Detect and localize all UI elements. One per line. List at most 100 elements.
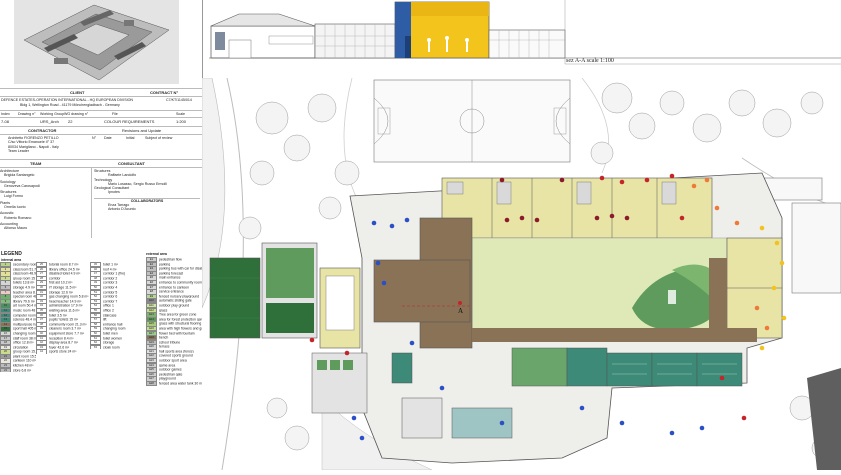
legend-code-box: 34 <box>36 303 47 308</box>
legend-label: classroom 51.7 m² <box>13 267 36 272</box>
legend-code-box: 35 <box>36 307 47 313</box>
legend-code-box: E16 <box>146 325 157 331</box>
legend-code-box: E21 <box>146 348 157 354</box>
legend-label: display area 8.7 m² <box>49 340 78 345</box>
markers <box>309 173 787 441</box>
working-group: URS_Arch <box>40 119 59 124</box>
legend-label: plant room 15.5 m² <box>13 354 36 359</box>
legend-label: changing room 22 m² <box>13 331 36 336</box>
legend-label: fenced area water tank 30 m³ <box>159 381 202 386</box>
revisions-label: Revisions and Update <box>122 128 162 133</box>
legend-label: game area <box>159 363 176 368</box>
legend-label: parking bus with car for disabled <box>159 266 202 271</box>
drawing-header-4: File <box>112 112 118 116</box>
legend-code-box: E3 <box>146 266 157 271</box>
legend-code-box: 44 <box>36 349 47 354</box>
legend-code-box: E18 <box>146 335 157 340</box>
legend-label: canteen 110 m² <box>13 359 36 364</box>
south-spine-corridor <box>472 328 757 342</box>
legend-label: office 2 <box>103 308 114 313</box>
legend-code-box: 28 <box>36 275 47 281</box>
contractor-line: Architetto FIORENZO PETILLO <box>8 136 59 140</box>
legend-code-box: 16 <box>0 330 11 336</box>
legend-label: grass with structural flooring <box>159 321 202 326</box>
team-role: Structures <box>0 190 17 195</box>
team-role: Acoustic <box>0 211 14 216</box>
legend-code-box: E19 <box>146 339 157 345</box>
legend-label: bench <box>159 335 169 340</box>
legend-code-box: E14 <box>146 316 157 322</box>
legend-code-box: 61 <box>90 335 101 341</box>
legend-label: cleaners room 3.7 m² <box>49 326 82 331</box>
legend-code-box: 17 <box>0 335 11 341</box>
legend-code-box: 9 <box>0 298 11 304</box>
legend-label: teacher area 8.1 m² <box>13 290 36 295</box>
legend-code-box: 43 <box>36 344 47 350</box>
revision-header-0: N° <box>92 136 97 140</box>
title-block-table: CLIENT CONTRACT N° DEFENCE ESTATES-OPERA… <box>0 88 202 240</box>
legend-label: storage 12.6 m² <box>49 290 73 295</box>
trees <box>238 82 833 459</box>
legend-label: foyer 42.6 m² <box>49 345 69 350</box>
legend-code-box: 62 <box>90 340 101 345</box>
drawing-header-2: Working Group <box>40 112 65 116</box>
legend-label: corridor <box>49 276 61 281</box>
legend-label: equipment store 7.7 m² <box>49 331 84 336</box>
consultant-member: Ipnotes <box>108 190 120 195</box>
legend-code-box: E9 <box>146 293 157 299</box>
client-label: CLIENT <box>70 90 85 95</box>
consultant-role: Technology <box>94 177 113 182</box>
legend-label: pedestrian gate <box>159 372 183 377</box>
contractor-line: Team Leader <box>8 149 29 154</box>
drawing-value-row: 7-08 URS_Arch 22 COLOUR REQUIREMENTS 1:2… <box>0 117 202 126</box>
legend-code-box: 41 <box>36 335 47 341</box>
legend-label: toilet men <box>103 331 118 336</box>
legend-label: grass <box>159 308 168 313</box>
team-row: Architecture Brigida Santangelo Sociolog… <box>0 167 202 240</box>
contract-label: CONTRACT N° <box>150 90 179 95</box>
legend-code-box: 42 <box>36 340 47 345</box>
team-divider <box>91 168 92 238</box>
drawing-header-5: Scale <box>176 112 185 116</box>
revision-header-3: Subject of review <box>145 136 173 140</box>
legend-label: staff room 38 m² <box>13 336 36 341</box>
legend-code-box: 24 <box>0 367 11 373</box>
legend-label: corridor 5 <box>103 290 118 295</box>
contractor-line: C/so Vittorio Emanuele II° 37 <box>8 140 55 145</box>
collaborator: Antonio D'Acunto <box>108 207 136 212</box>
team-member: Ornella Iuorio <box>4 205 26 210</box>
legend-label: office 1 <box>103 303 114 308</box>
contractor-lines: Architetto FIORENZO PETILLO C/so Vittori… <box>8 136 59 154</box>
legend-code-box: 57 <box>90 317 101 322</box>
client-address: Bldg 1, Wellington Road - 41179 Möncheng… <box>20 103 120 107</box>
legend-code-box: 48 <box>90 275 101 281</box>
legend-label: service entrance <box>159 289 184 294</box>
